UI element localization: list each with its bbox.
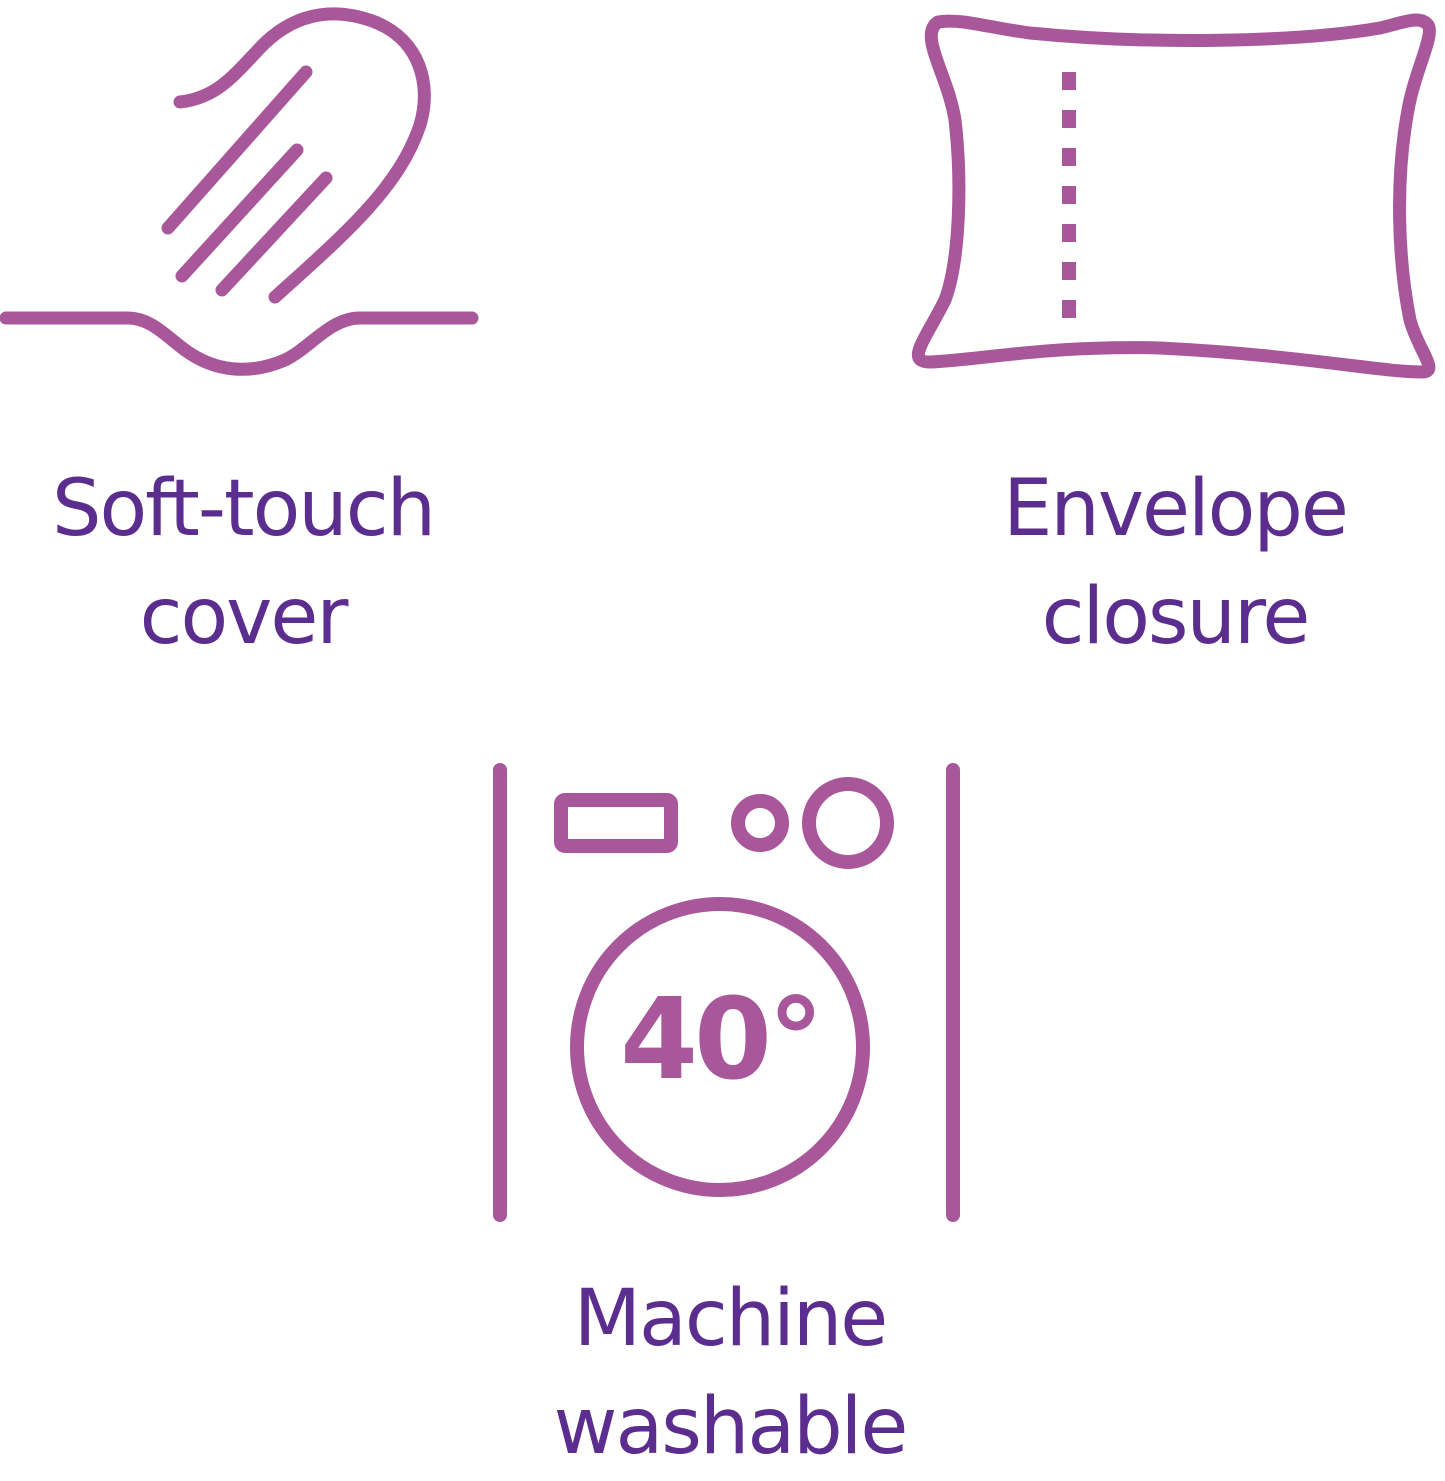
machine-washable-label: Machine washable [480,1265,980,1481]
envelope-label-line1: Envelope [1003,464,1349,554]
envelope-label-line2: closure [1041,572,1311,662]
soft-touch-label: Soft-touch cover [0,455,486,671]
soft-touch-label-line2: cover [139,572,349,662]
pillow-envelope-icon [900,0,1445,390]
envelope-closure-label: Envelope closure [930,455,1420,671]
zipper-dashes [1062,72,1076,318]
soft-touch-label-line1: Soft-touch [51,464,436,554]
washing-machine-icon: 40° [480,750,980,1230]
temperature-text: 40° [620,975,824,1105]
soft-touch-hand-icon [0,0,480,400]
machine-label-line2: washable [553,1382,909,1472]
machine-label-line1: Machine [573,1274,889,1364]
